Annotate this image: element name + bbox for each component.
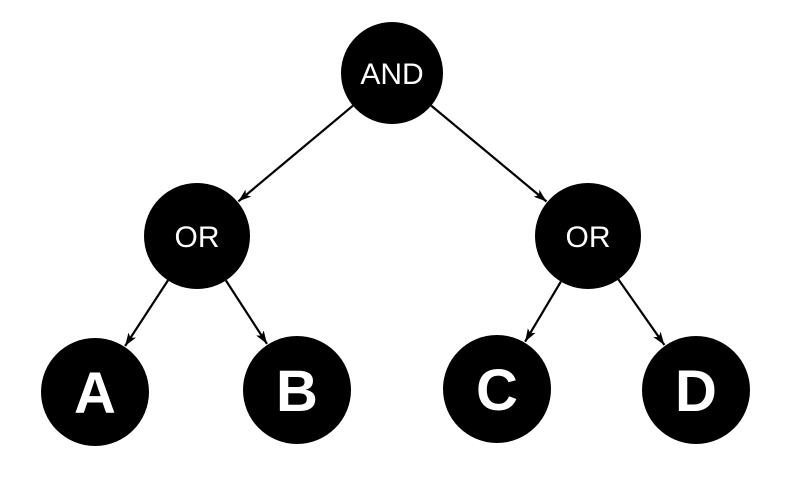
edge-or-right-to-d (617, 278, 666, 346)
node-circle-and (341, 22, 443, 124)
node-circle-or-left (144, 183, 250, 289)
node-label-or-right: OR (566, 221, 611, 254)
node-label-b: B (276, 359, 318, 424)
node-label-a: A (74, 361, 116, 426)
node-b: B (243, 336, 351, 444)
node-label-c: C (476, 358, 518, 423)
node-circle-c (443, 335, 551, 443)
node-or-left: OR (144, 183, 250, 289)
node-label-and: AND (360, 58, 423, 91)
node-and: AND (341, 22, 443, 124)
edge-or-left-to-b (224, 279, 268, 345)
edge-or-right-to-c (524, 281, 562, 343)
node-circle-b (243, 336, 351, 444)
node-or-right: OR (535, 183, 641, 289)
node-label-d: D (675, 359, 717, 424)
node-d: D (642, 336, 750, 444)
node-label-or-left: OR (175, 221, 220, 254)
node-circle-or-right (535, 183, 641, 289)
edge-or-left-to-a (124, 279, 169, 347)
edge-and-to-or-left (237, 104, 354, 203)
edge-and-to-or-right (430, 104, 548, 203)
node-circle-d (642, 336, 750, 444)
node-circle-a (41, 338, 149, 446)
node-a: A (41, 338, 149, 446)
node-c: C (443, 335, 551, 443)
